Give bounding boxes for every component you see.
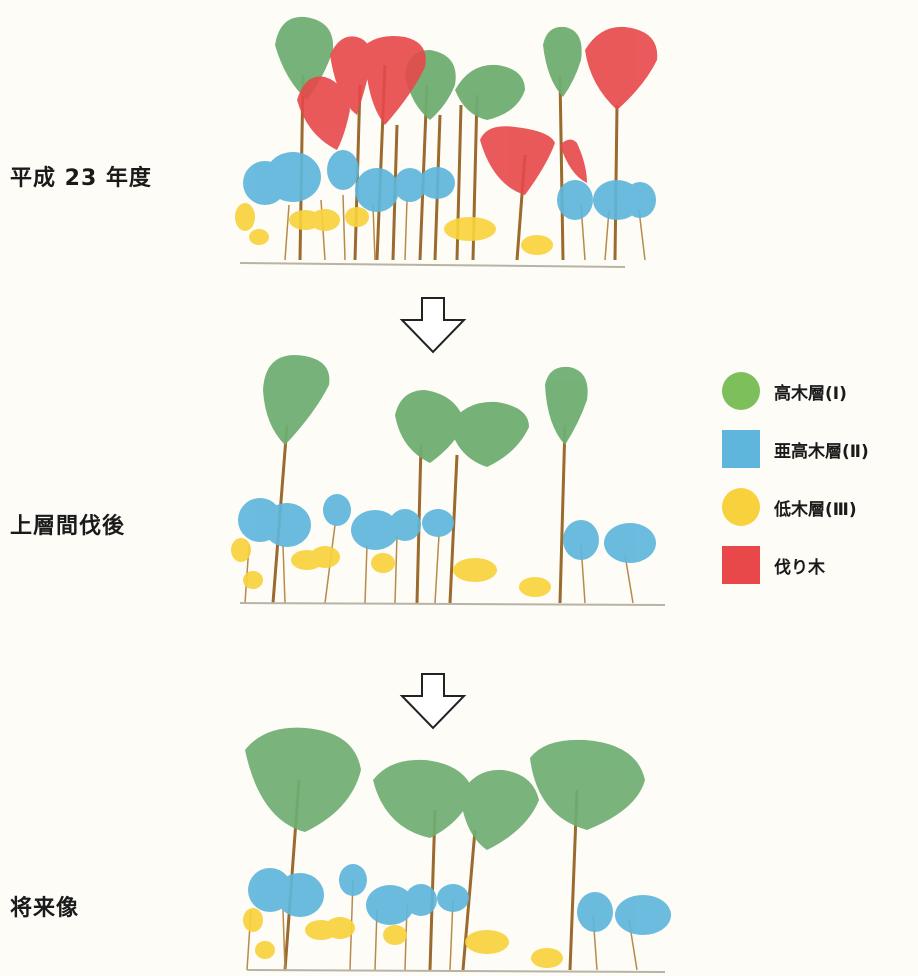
down-arrow-icon <box>398 672 468 732</box>
forest-illustration-after-thinning <box>231 355 666 606</box>
legend-label: 低木層(Ⅲ) <box>774 500 857 520</box>
legend-item-shrub: 低木層(Ⅲ) <box>722 488 912 546</box>
shrub-layer <box>243 908 563 968</box>
legend: 高木層(Ⅰ) 亜高木層(Ⅱ) 低木層(Ⅲ) 伐り木 <box>722 372 912 604</box>
legend-label: 亜高木層(Ⅱ) <box>774 442 869 462</box>
subcanopy-swatch <box>722 430 760 468</box>
stage-label-future: 将来像 <box>10 896 80 921</box>
ground-line <box>239 262 626 268</box>
legend-label: 高木層(Ⅰ) <box>774 384 847 404</box>
forest-illustration-future <box>243 727 671 973</box>
shrub-swatch <box>722 488 760 526</box>
legend-item-subcanopy: 亜高木層(Ⅱ) <box>722 430 912 488</box>
legend-item-canopy: 高木層(Ⅰ) <box>722 372 912 430</box>
forest-illustration-2011 <box>235 16 658 268</box>
subcanopy-layer <box>243 150 656 220</box>
subcanopy-layer <box>248 864 671 935</box>
canopy-layer <box>245 727 645 850</box>
shrub-layer <box>235 203 553 255</box>
canopy-layer <box>263 355 588 467</box>
legend-label: 伐り木 <box>774 558 825 578</box>
legend-item-cut-tree: 伐り木 <box>722 546 912 604</box>
forest-scene-after-thinning <box>225 345 685 610</box>
down-arrow-icon <box>398 296 468 356</box>
forest-scene-future <box>225 720 685 976</box>
shrub-layer <box>231 538 551 597</box>
cut-tree-swatch <box>722 546 760 584</box>
forest-scene-2011 <box>225 5 685 270</box>
cut-tree-layer <box>297 26 658 195</box>
stage-label-2011: 平成 23 年度 <box>10 166 152 191</box>
stage-label-after-thinning: 上層間伐後 <box>10 514 126 539</box>
canopy-swatch <box>722 372 760 410</box>
subcanopy-layer <box>238 494 656 563</box>
